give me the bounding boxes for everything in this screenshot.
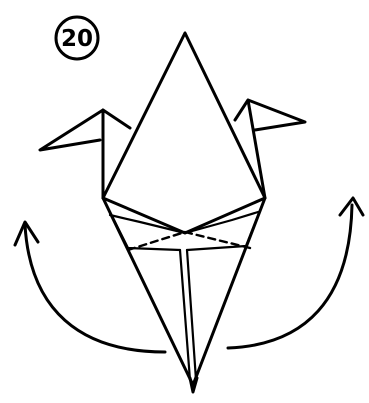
right-wing <box>235 100 305 198</box>
step-number-text: 20 <box>61 26 93 52</box>
right-curved-arrow <box>228 205 352 348</box>
origami-model <box>40 33 305 392</box>
upper-diamond <box>103 33 265 233</box>
inner-fold-right <box>185 212 258 233</box>
step-number-badge: 20 <box>56 17 98 59</box>
left-wing <box>40 110 130 198</box>
